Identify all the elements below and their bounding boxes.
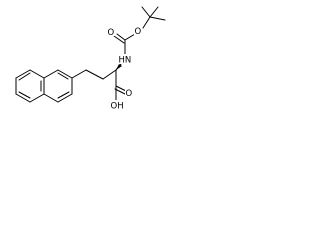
ring-bond-r5 (57, 93, 73, 103)
bond-tbu-methyl-1 (141, 6, 151, 18)
label-bg-amine (118, 54, 132, 64)
label-bg-carbonyl-o (107, 27, 115, 36)
label-bg-hydroxyl (110, 100, 125, 110)
bond-tbu-ester-o (142, 16, 151, 29)
bond-tbu-methyl-2 (149, 6, 159, 18)
naphthalene-ring (15, 69, 73, 103)
tert-butyl-group (141, 6, 166, 29)
bond-beta-c-gamma-c (85, 69, 104, 80)
hydroxyl-label: OH (111, 102, 124, 112)
label-bg-ester-o (134, 26, 142, 35)
amine-label: HN (119, 56, 132, 66)
bond-tbu-methyl-3 (149, 16, 166, 21)
ring-double-r1 (57, 72, 69, 80)
chemical-structure: O O HN O OH (15, 6, 166, 112)
ring-bond-l5 (29, 93, 45, 103)
backbone (71, 63, 122, 87)
ring-bond-r1 (57, 69, 73, 79)
bond-alpha-c-beta-c (102, 69, 117, 80)
atom-labels: O O HN O OH (107, 26, 142, 112)
bond-carboxyl-c-o-2 (114, 88, 126, 95)
bond-gamma-c-ring (71, 69, 87, 79)
boc-group (113, 33, 136, 55)
ring-double-l1 (18, 72, 31, 81)
bond-carbonyl-c-o-1 (116, 33, 126, 41)
ring-bond-l2 (15, 69, 31, 79)
ring-bond-l4 (15, 93, 31, 103)
bond-carbonyl-c-o-2 (113, 35, 125, 44)
bond-carboxyl-c-o-1 (115, 85, 127, 92)
carboxylic-acid-group (114, 85, 127, 101)
ester-oxygen-label: O (135, 27, 142, 37)
ring-bond-r4 (43, 93, 59, 103)
ring-double-l2 (18, 91, 31, 99)
ring-double-r2 (57, 91, 70, 99)
stereo-wedge-bond (116, 64, 122, 70)
ring-bond-r2 (43, 69, 59, 79)
label-bg-acid-o (125, 88, 133, 97)
ring-bond-l1 (29, 69, 45, 79)
acid-oxygen-label: O (126, 89, 133, 99)
carbonyl-oxygen-label: O (108, 28, 115, 38)
bond-ester-o-carbonyl-c (124, 33, 136, 41)
